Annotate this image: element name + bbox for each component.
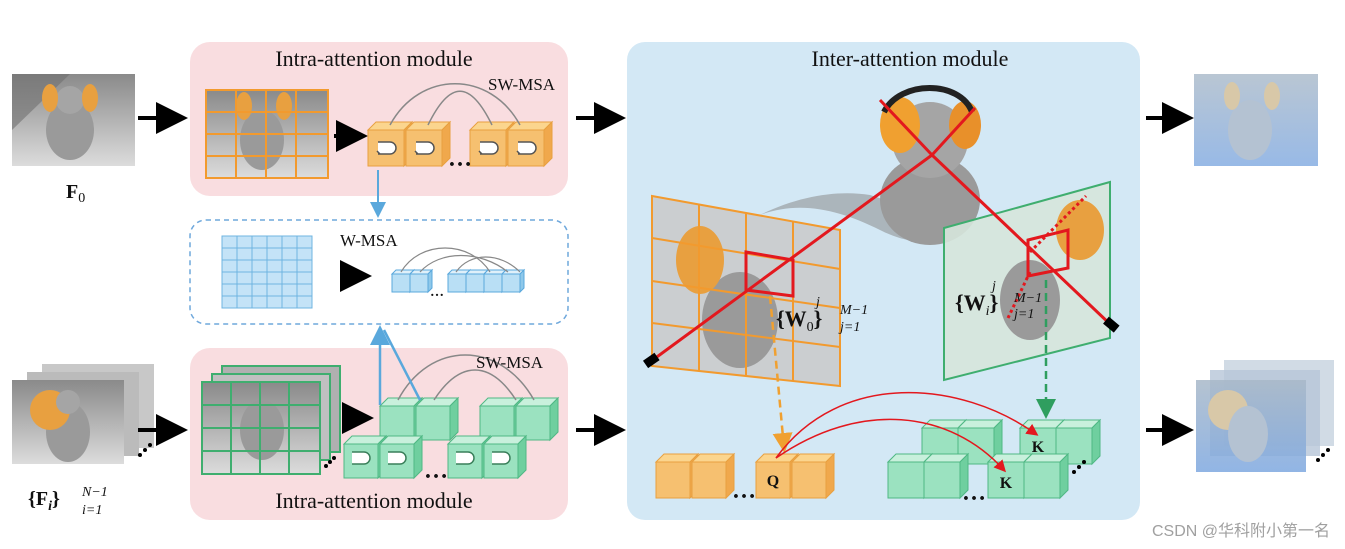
bottom-token-rows [343, 396, 559, 479]
wi-upper: M−1 [1013, 291, 1042, 306]
input-image-f0 [12, 74, 135, 166]
k-ellipsis: … [962, 480, 986, 506]
camera-icons [642, 316, 1120, 369]
wi-label: {Wi} [955, 290, 998, 319]
top-ellipsis: … [448, 146, 472, 172]
output-image-top [1194, 74, 1318, 166]
w0-label: {W0} [776, 306, 822, 335]
bottom-ellipsis: … [424, 458, 448, 484]
wmsa-token-row [390, 268, 525, 294]
f0-label: F0 [66, 181, 85, 206]
top-sw-msa-arcs [389, 83, 521, 126]
fi-lower: i=1 [82, 503, 102, 518]
top-window-grid-image [205, 89, 329, 179]
k-label-top: K [1032, 439, 1045, 456]
w0-lower: j=1 [838, 320, 860, 335]
intra-top-title: Intra-attention module [275, 46, 472, 71]
sw-msa-top-label: SW-MSA [488, 75, 556, 94]
watermark: CSDN @华科附小第一名 [1152, 522, 1330, 540]
intra-bottom-title: Intra-attention module [275, 488, 472, 513]
wmsa-grid [221, 235, 313, 309]
bottom-window-grid-stack [201, 365, 341, 475]
inter-panel [627, 42, 1140, 520]
k-label-bottom: K [1000, 475, 1013, 492]
wmsa-ellipsis: … [430, 285, 444, 300]
wi-sup: j [990, 279, 996, 294]
input-image-stack-fi [12, 364, 154, 464]
arrow-bottom-to-wmsa-2 [382, 329, 422, 401]
output-image-stack [1196, 360, 1334, 472]
w0-upper: M−1 [839, 303, 868, 318]
fi-sup: N−1 [81, 485, 108, 500]
inter-title: Inter-attention module [812, 46, 1009, 71]
w0-sup: j [814, 295, 820, 310]
key-token-rows [887, 418, 1101, 499]
q-ellipsis: … [732, 478, 756, 504]
attention-arcs [775, 392, 1039, 473]
fi-label: {Fi} [28, 488, 60, 514]
top-token-row [366, 120, 553, 168]
q-label: Q [767, 473, 779, 490]
wi-lower: j=1 [1012, 307, 1034, 322]
w-msa-label: W-MSA [340, 231, 398, 250]
camera-rays [649, 98, 1114, 364]
wmsa-arcs [400, 247, 521, 273]
query-token-row [654, 452, 835, 500]
sw-msa-bottom-label: SW-MSA [476, 353, 544, 372]
